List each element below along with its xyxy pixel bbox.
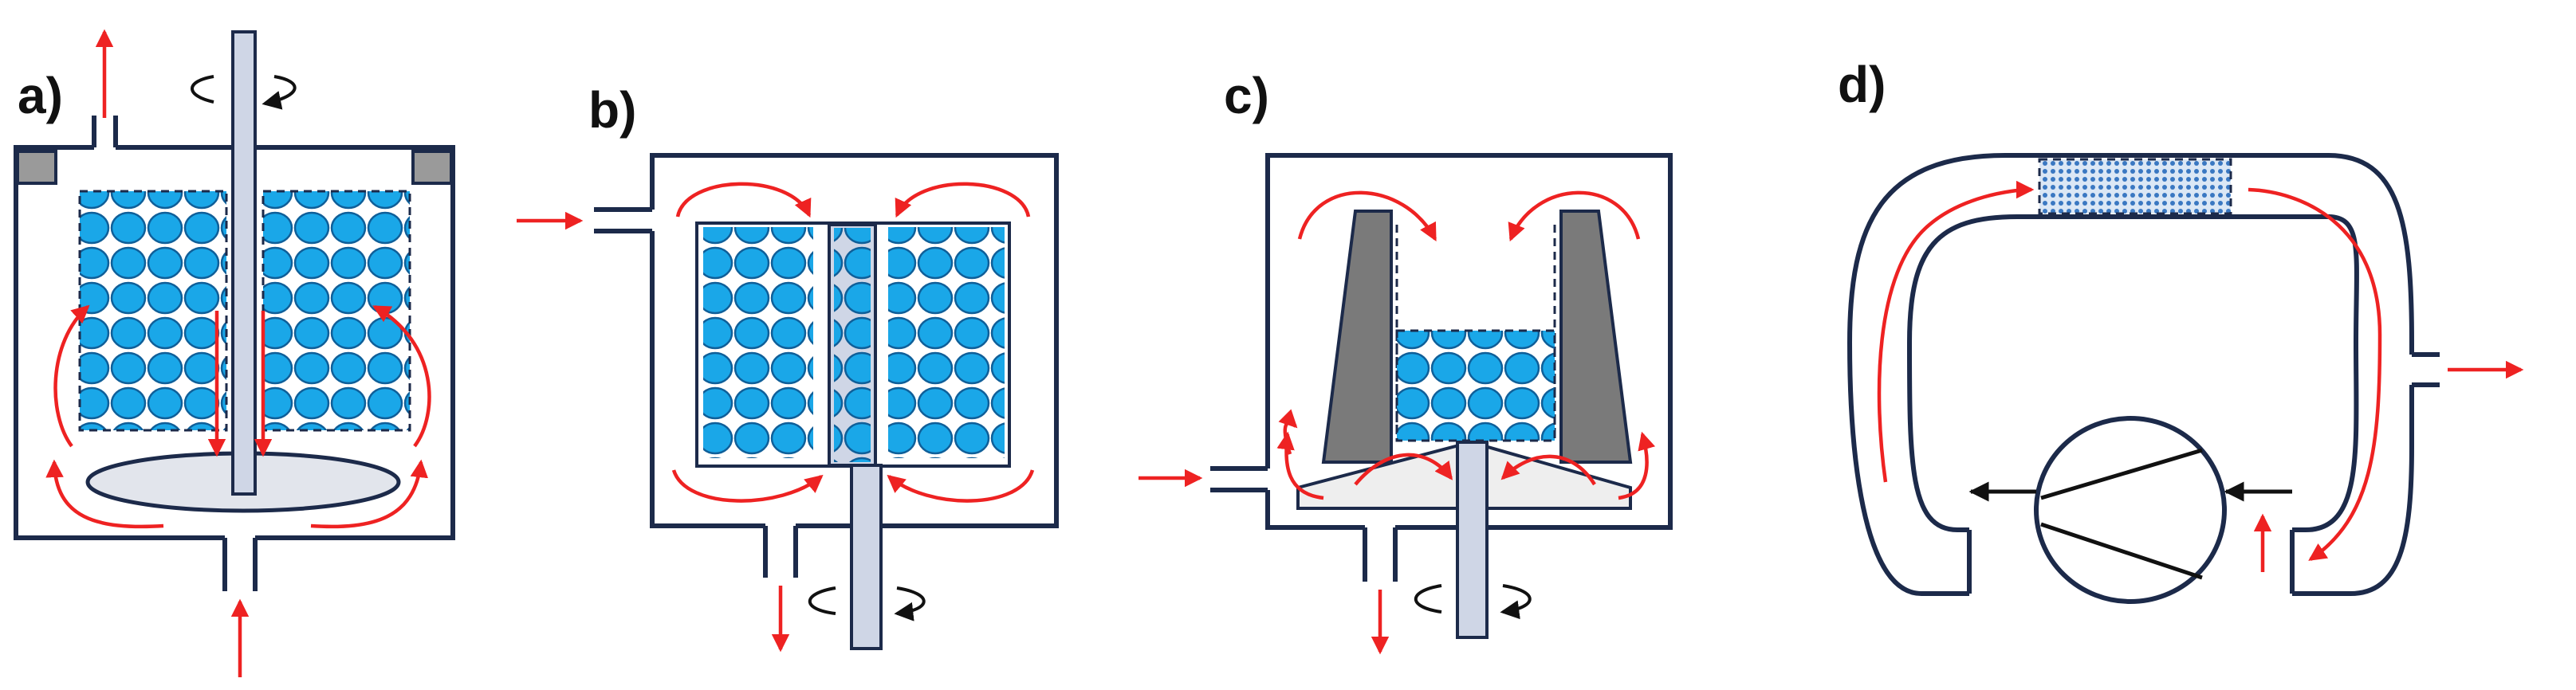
panel-a-shaft <box>231 30 257 496</box>
flow-arrow-icon <box>372 305 431 448</box>
panel-b: b) <box>517 81 1059 653</box>
flow-arrow-icon <box>671 469 824 503</box>
flow-arrow-icon <box>1297 190 1437 241</box>
panel-d-packed-bed <box>2038 158 2232 215</box>
panel-c-flow-arrows <box>1139 190 1656 655</box>
rotation-arrow-icon <box>191 75 297 104</box>
flow-arrow-icon <box>1354 453 1453 486</box>
panel-c-particle-bed <box>1395 329 1556 442</box>
panel-d-outlet-pipe <box>2412 352 2440 387</box>
panel-a-vessel <box>14 145 455 540</box>
flow-arrow-icon <box>1508 190 1641 242</box>
flow-arrow-icon <box>45 459 164 529</box>
panel-d-label: d) <box>1838 56 1886 113</box>
panel-c-baffle-left <box>1321 210 1393 464</box>
panel-b-column-particles <box>834 228 871 462</box>
flow-arrow-icon <box>1618 431 1656 500</box>
flow-arrow-icon <box>675 182 812 218</box>
flow-arrow-icon <box>310 459 428 529</box>
flow-arrow-icon <box>887 469 1035 503</box>
panel-b-particles-left <box>703 227 813 458</box>
panel-b-vessel <box>650 153 1059 528</box>
rotation-arrow-icon <box>1414 584 1532 612</box>
flow-arrow-icon <box>1500 454 1596 486</box>
panel-a-gasket-left <box>16 150 57 185</box>
panel-c-inlet-pipe <box>1210 466 1268 492</box>
panel-d-loop-ends <box>1967 530 2295 594</box>
flow-arrow-icon <box>53 304 90 448</box>
panel-d-loop-outer <box>1846 153 2414 596</box>
flow-arrow-icon <box>2248 187 2382 561</box>
panel-c-outlet-pipe <box>1363 527 1398 582</box>
panel-a-flow-arrows <box>45 29 431 677</box>
panel-d: d) <box>1838 56 2524 604</box>
panel-c: c) <box>1139 67 1673 655</box>
panel-c-vessel <box>1265 153 1673 530</box>
rotation-arrow-icon <box>808 586 926 614</box>
panel-d-loop-inner <box>1906 214 2359 532</box>
pump-symbol-icon <box>1968 416 2292 604</box>
panel-b-flow-arrows <box>517 182 1035 653</box>
panel-a-gasket-right <box>411 150 453 185</box>
flow-arrow-icon <box>895 182 1031 218</box>
panel-a: a) <box>14 29 455 677</box>
panel-c-shaft <box>1456 441 1489 639</box>
panel-b-shaft <box>850 464 883 650</box>
panel-a-particle-basket-left <box>78 190 228 432</box>
panel-a-outlet-pipe <box>92 116 118 147</box>
panel-b-particles-right <box>888 227 1005 458</box>
panel-b-outlet-pipe <box>763 526 798 578</box>
panel-c-label: c) <box>1224 67 1269 124</box>
panel-c-baffle-right <box>1559 210 1633 464</box>
panel-d-flow-arrows <box>1877 180 2524 572</box>
panel-a-particle-basket-right <box>262 190 411 432</box>
flow-arrow-icon <box>1877 180 2035 483</box>
panel-b-inlet-pipe <box>594 207 652 233</box>
panel-a-label: a) <box>18 67 63 124</box>
panel-a-inlet-pipe <box>222 538 258 591</box>
panel-b-label: b) <box>588 81 636 139</box>
flow-arrow-icon <box>1276 431 1324 500</box>
